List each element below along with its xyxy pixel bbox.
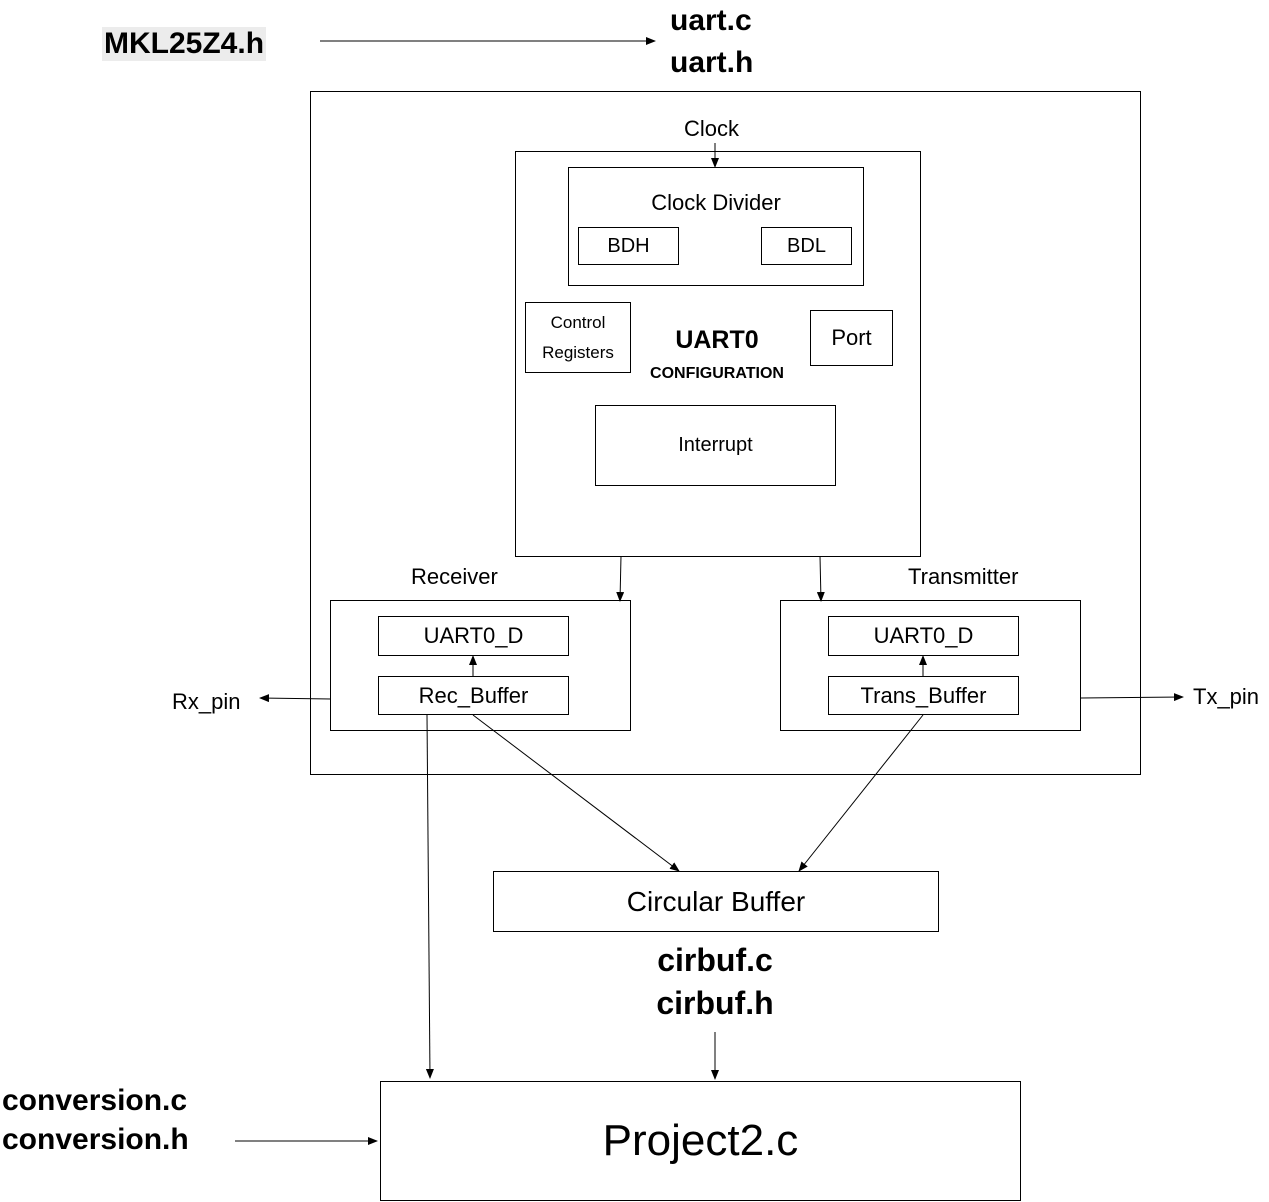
conversion-c-label: conversion.c — [2, 1084, 188, 1117]
port-label: Port — [831, 325, 872, 350]
bdl-register: BDL — [761, 227, 852, 265]
clock-divider-title: Clock Divider — [651, 190, 781, 215]
project2-label: Project2.c — [602, 1116, 799, 1165]
clock-label: Clock — [684, 116, 740, 141]
circular-buffer-label: Circular Buffer — [626, 885, 806, 917]
transmitter-uart0d-register: UART0_D — [828, 616, 1019, 656]
uart-h-label: uart.h — [670, 46, 754, 79]
control-registers-line2: Registers — [542, 342, 614, 362]
transmitter-block — [780, 600, 1081, 731]
interrupt-label: Interrupt — [678, 434, 753, 456]
uart0-subtitle: CONFIGURATION — [650, 365, 784, 382]
cirbuf-c-label: cirbuf.c — [657, 942, 773, 978]
control-registers-block: Control Registers — [525, 302, 631, 373]
conversion-h-label: conversion.h — [2, 1123, 189, 1156]
rx-pin-label: Rx_pin — [172, 689, 241, 714]
receiver-block — [330, 600, 631, 731]
cirbuf-h-label: cirbuf.h — [656, 985, 774, 1021]
clock-divider-block — [568, 167, 864, 286]
control-registers-line1: Control — [550, 312, 606, 332]
mkl-header-label: MKL25Z4.h — [102, 27, 267, 61]
tx-pin-label: Tx_pin — [1193, 684, 1260, 709]
uart-module-container — [310, 91, 1141, 775]
uart0-title: UART0 — [675, 326, 759, 354]
trans-buffer-label: Trans_Buffer — [860, 682, 987, 708]
rec-buffer-label: Rec_Buffer — [418, 682, 529, 708]
port-block: Port — [810, 310, 893, 366]
receiver-uart0d-label: UART0_D — [423, 623, 524, 648]
bdh-label: BDH — [607, 234, 650, 257]
circular-buffer-block: Circular Buffer — [493, 871, 939, 932]
transmitter-label: Transmitter — [908, 564, 1019, 589]
project2-block: Project2.c — [380, 1081, 1021, 1201]
trans-buffer-block: Trans_Buffer — [828, 676, 1019, 715]
bdl-label: BDL — [787, 234, 826, 257]
interrupt-block: Interrupt — [595, 405, 836, 486]
receiver-uart0d-register: UART0_D — [378, 616, 569, 656]
transmitter-uart0d-label: UART0_D — [873, 623, 974, 648]
bdh-register: BDH — [578, 227, 679, 265]
rec-buffer-block: Rec_Buffer — [378, 676, 569, 715]
uart0-configuration-block — [515, 151, 921, 557]
uart-c-label: uart.c — [670, 4, 752, 37]
receiver-label: Receiver — [411, 564, 498, 589]
